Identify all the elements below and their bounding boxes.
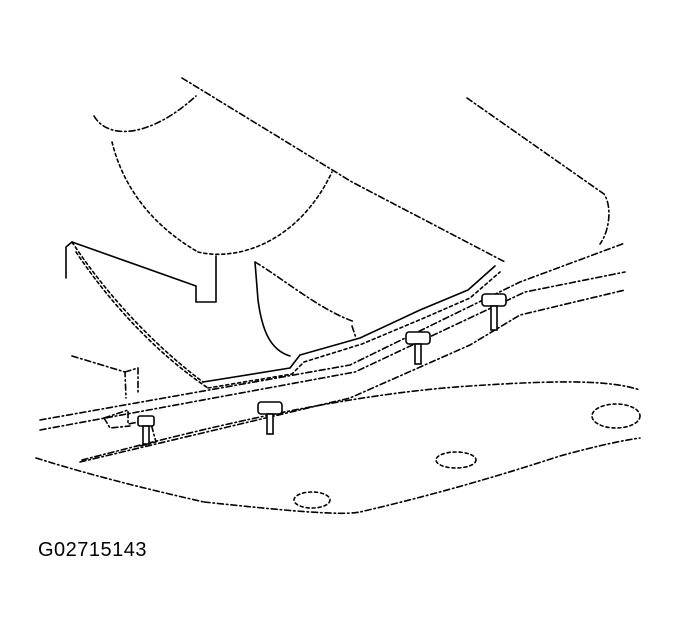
bolt <box>137 415 155 445</box>
bolt <box>481 293 507 331</box>
skid-plate-hole <box>435 451 477 469</box>
oil-pan <box>65 241 501 389</box>
skid-plate-hole <box>293 491 331 509</box>
bolt <box>257 401 283 435</box>
skid-plate <box>35 381 641 515</box>
crossmember <box>39 242 626 463</box>
skid-plate-hole <box>591 403 641 429</box>
figure-id-label: G02715143 <box>38 539 148 561</box>
bolt <box>405 331 431 365</box>
upper-housing <box>93 77 610 323</box>
